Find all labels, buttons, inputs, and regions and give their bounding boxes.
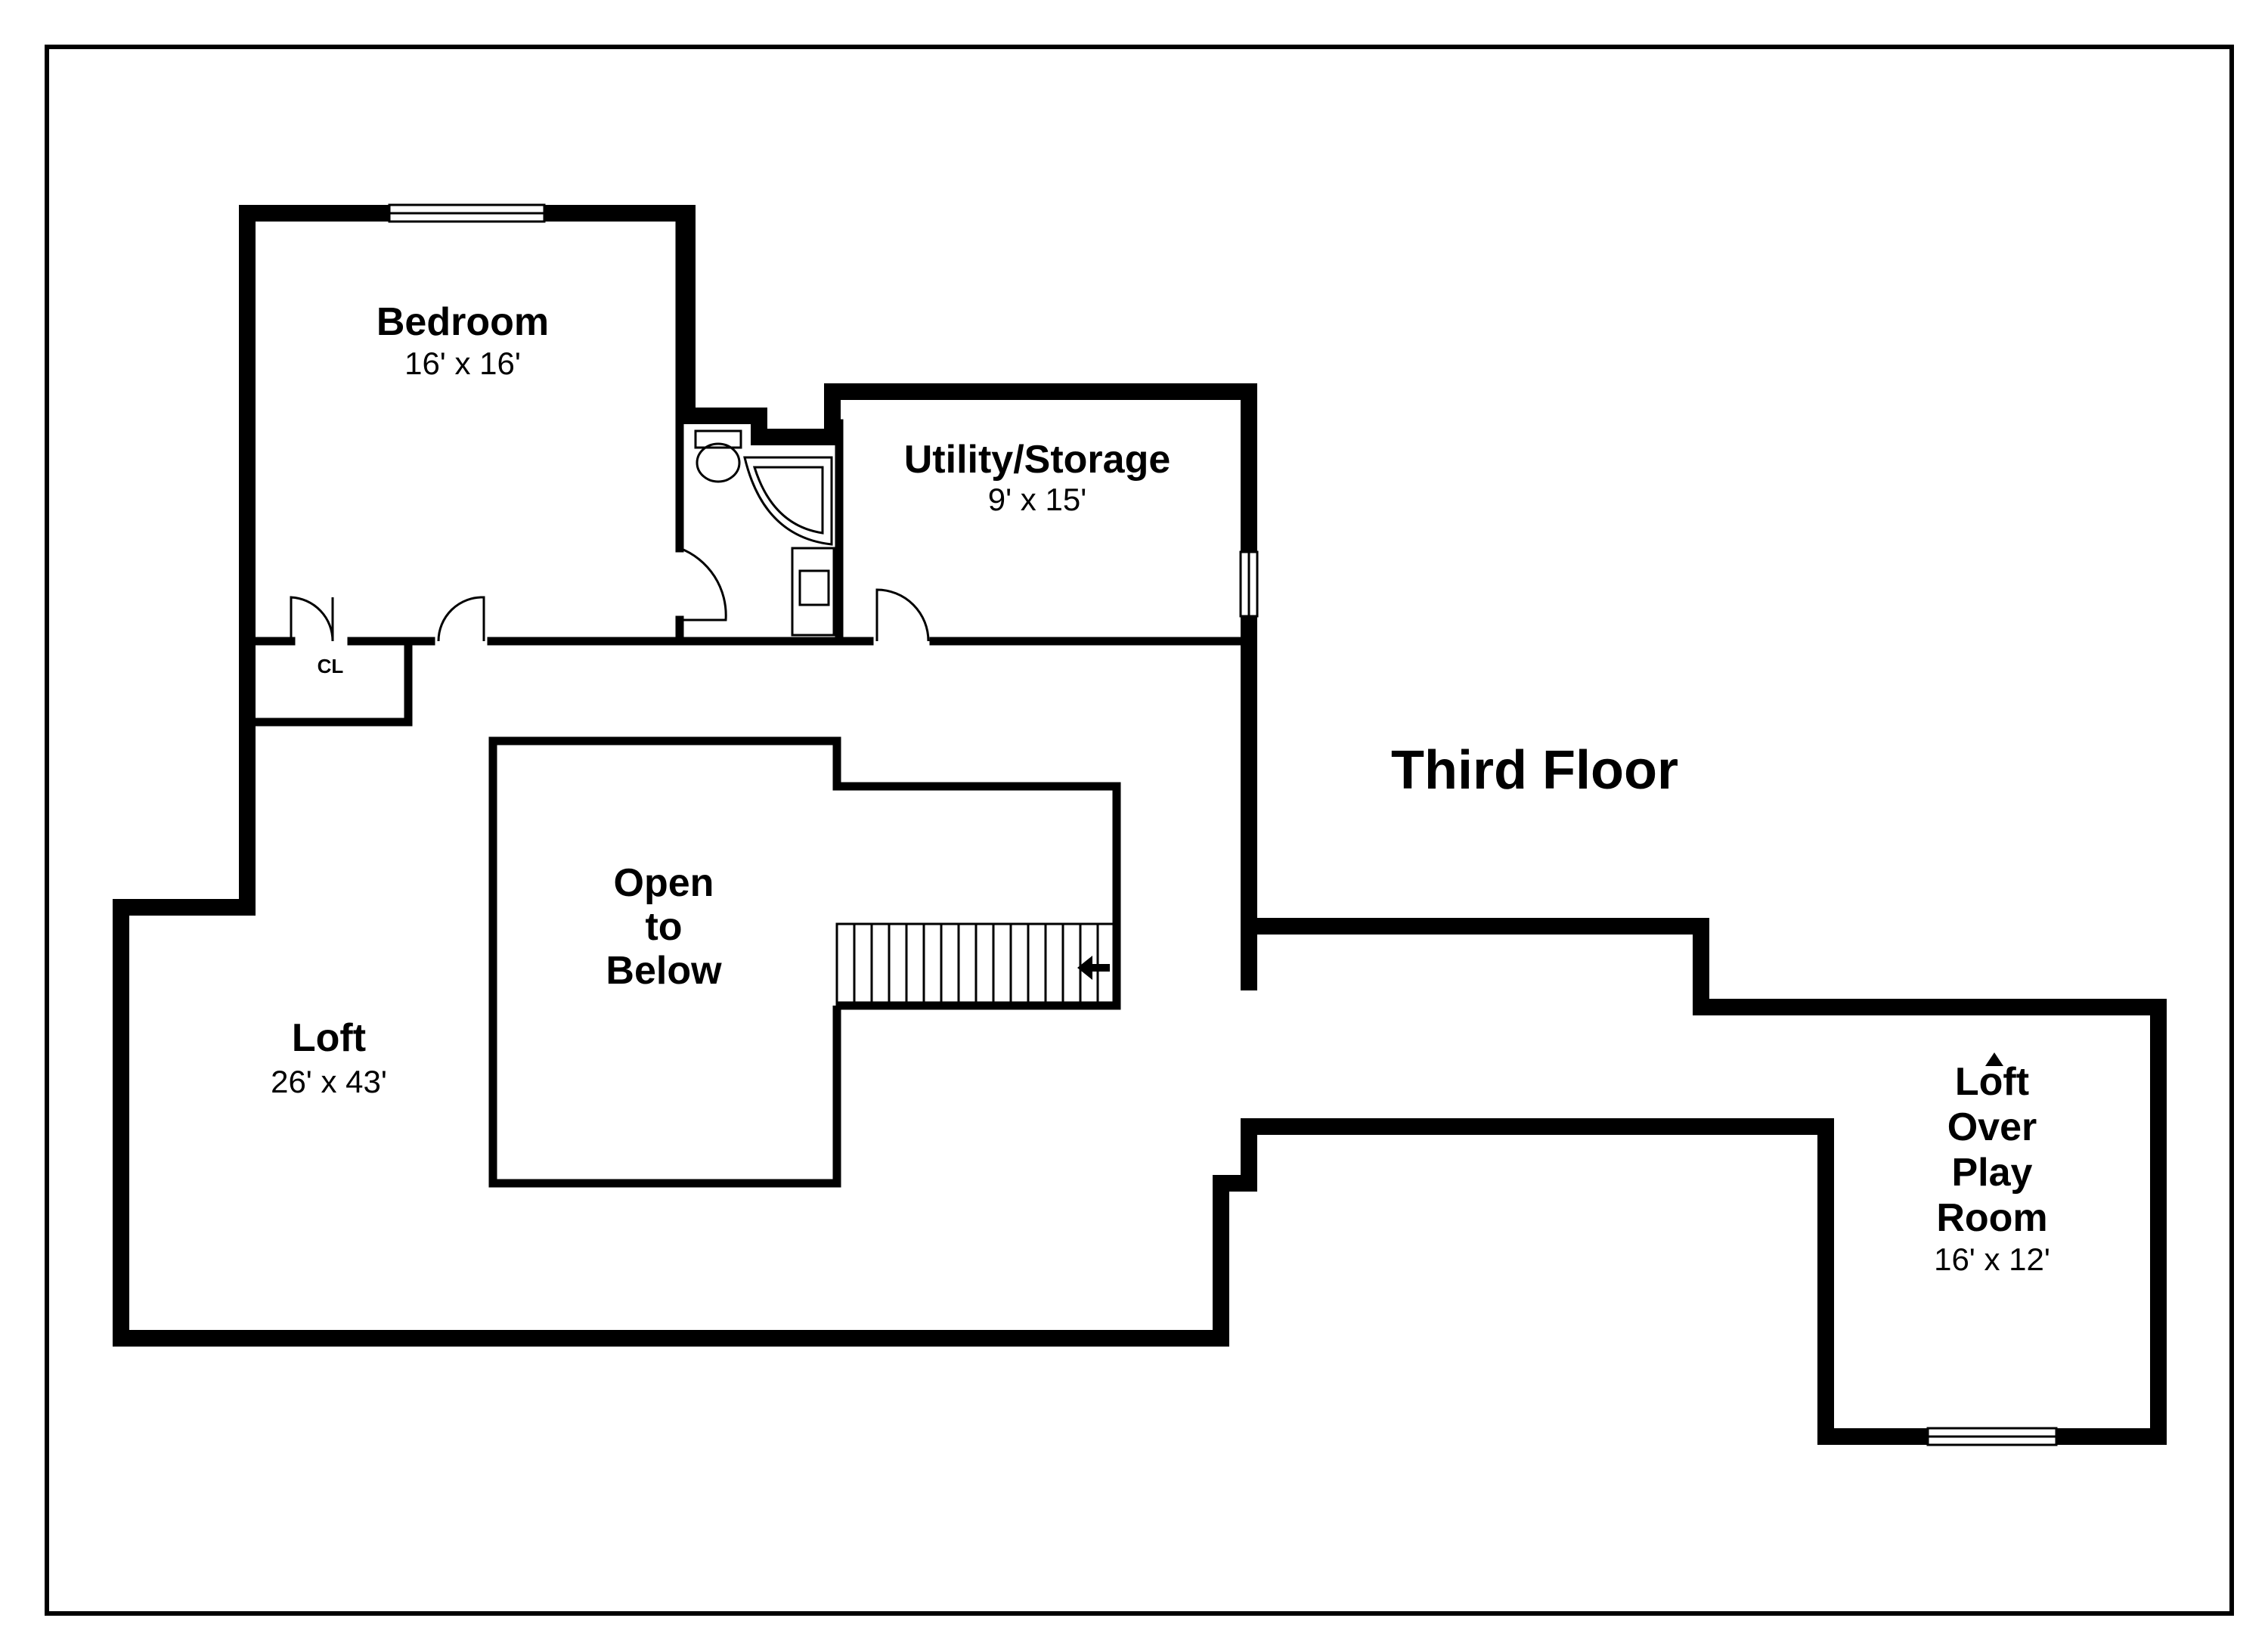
play-room-line-4: Room (1936, 1196, 2047, 1240)
interior-walls (249, 219, 1248, 727)
open-to-below-outline (488, 736, 1121, 1188)
floor-title: Third Floor (1391, 740, 1678, 801)
play-room-line-2: Over (1947, 1105, 2037, 1149)
play-room-line-1: Loft (1955, 1060, 2029, 1104)
toilet-icon (694, 429, 742, 449)
shower-icon (743, 456, 833, 546)
staircase (835, 922, 1118, 1007)
sink-icon (791, 547, 835, 637)
up-arrow-icon (1985, 1052, 2003, 1066)
exterior-walls (113, 205, 2167, 1445)
play-room-line-3: Play (1952, 1151, 2033, 1195)
bathroom-fixtures (694, 429, 835, 637)
closet-label: CL (318, 655, 344, 677)
loft-label: Loft (292, 1016, 366, 1060)
open-to-below-line-3: Below (606, 949, 722, 993)
bedroom-dims: 16' x 16' (404, 346, 521, 381)
stair-arrow-icon (1077, 956, 1110, 980)
utility-dims: 9' x 15' (988, 482, 1086, 517)
open-to-below-line-1: Open (614, 861, 714, 905)
open-to-below-line-2: to (645, 905, 682, 949)
bedroom-label: Bedroom (376, 300, 549, 344)
utility-label: Utility/Storage (904, 438, 1171, 482)
door-swings (290, 547, 930, 642)
loft-dims: 26' x 43' (271, 1064, 387, 1099)
wall-openings (1236, 990, 1266, 1077)
play-room-dims: 16' x 12' (1934, 1241, 2050, 1277)
page-border (45, 45, 2234, 1616)
windows (388, 203, 2058, 1446)
